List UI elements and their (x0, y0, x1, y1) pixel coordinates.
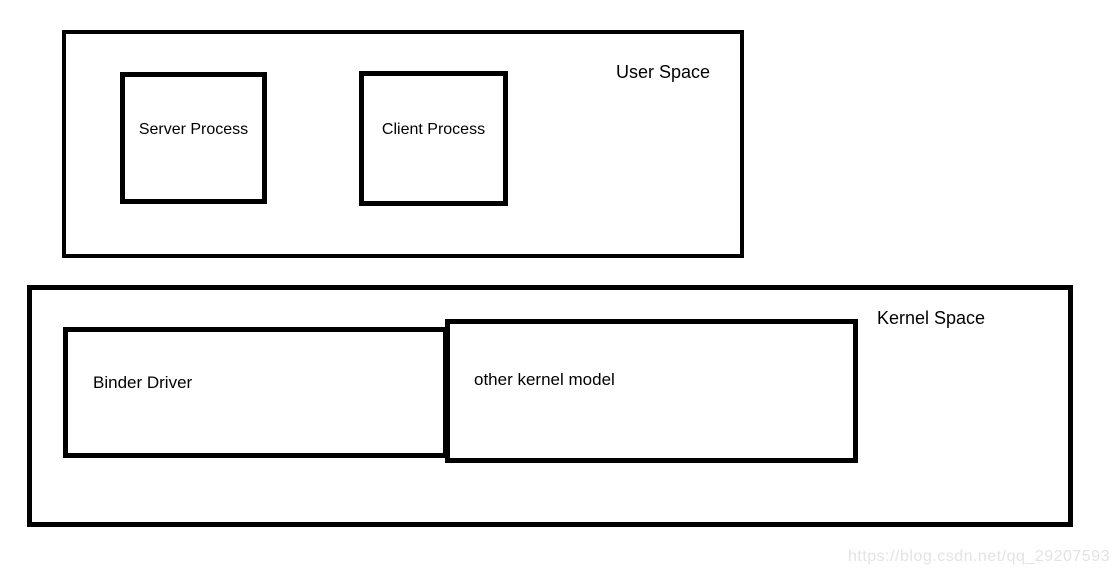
server-process-label: Server Process (138, 120, 249, 138)
server-process-box: Server Process (120, 72, 267, 204)
binder-driver-box: Binder Driver (63, 327, 448, 458)
other-kernel-model-box: other kernel model (445, 319, 858, 463)
binder-driver-label: Binder Driver (93, 373, 193, 392)
csdn-watermark: https://blog.csdn.net/qq_29207593 (847, 548, 1110, 565)
user-space-label: User Space (616, 62, 711, 82)
client-process-label: Client Process (381, 121, 486, 139)
kernel-space-label: Kernel Space (877, 308, 986, 328)
client-process-box: Client Process (359, 71, 508, 206)
other-kernel-model-label: other kernel model (474, 370, 615, 389)
